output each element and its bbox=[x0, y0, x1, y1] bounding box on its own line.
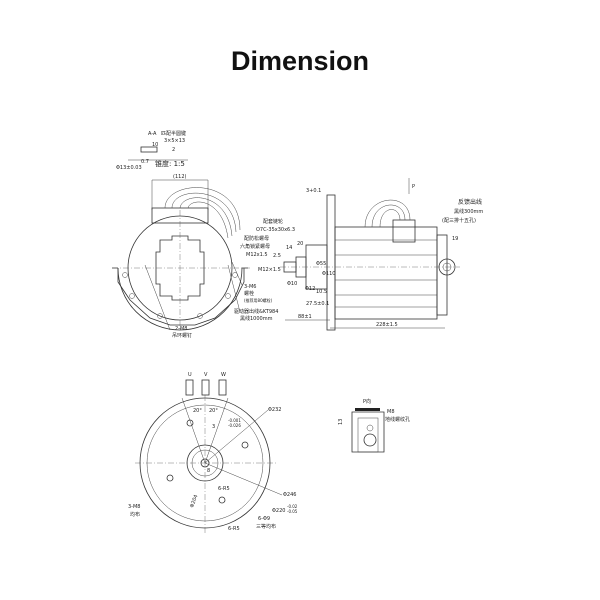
label: -0.001 bbox=[228, 418, 241, 423]
label: Φ204 bbox=[189, 494, 199, 509]
label: 2 bbox=[172, 147, 175, 153]
label: 吊环螺钉 bbox=[172, 332, 192, 339]
label: M12x1.5 bbox=[246, 252, 268, 258]
label: M8 bbox=[387, 409, 395, 415]
label: 6-R5 bbox=[218, 486, 230, 492]
label: Φ220 bbox=[272, 508, 285, 514]
label: 3×5×13 bbox=[164, 138, 185, 144]
rear-view: U V W 20° 20° 3 -0.001 -0.026 Φ232 Φ246 … bbox=[128, 372, 298, 535]
label: 27.5±0.1 bbox=[306, 301, 329, 307]
label: 88±1 bbox=[298, 314, 312, 320]
label: -0.02 bbox=[287, 504, 298, 509]
label: 20° bbox=[193, 408, 202, 414]
label: 3+0.1 bbox=[306, 188, 321, 194]
label: Φ55 bbox=[316, 261, 326, 267]
side-view: 3+0.1 配套链轮 O7C-35x30x6.3 配防松螺母 六角锁紧螺母 M1… bbox=[240, 178, 483, 331]
label: 配套链轮 bbox=[263, 218, 283, 225]
label: Φ110 bbox=[322, 271, 335, 277]
label: 10 bbox=[152, 142, 158, 148]
label: 驱动器出线&KT984 bbox=[234, 308, 278, 315]
label: 2-M8 bbox=[175, 326, 187, 332]
label: 19 bbox=[452, 236, 458, 242]
label: 黑线300mm bbox=[454, 208, 483, 215]
label: 锥度: 1:5 bbox=[155, 159, 185, 168]
front-view: A-A 匹配半圆键 3×5×13 10 2 Φ13±0.03 0.7 锥度: 1… bbox=[112, 130, 278, 339]
label: 黑线1000mm bbox=[240, 315, 273, 322]
label: 螺栓 bbox=[244, 290, 254, 297]
label: 6-R5 bbox=[228, 526, 240, 532]
label: 14 bbox=[286, 245, 292, 251]
label: A-A bbox=[148, 131, 157, 137]
label: O7C-35x30x6.3 bbox=[256, 227, 295, 233]
label: (配三排十五孔) bbox=[442, 217, 476, 224]
label: 3-M6 bbox=[244, 284, 256, 290]
label: M12×1.5 bbox=[258, 267, 281, 273]
label: P bbox=[412, 184, 415, 190]
label: 均布 bbox=[130, 511, 140, 518]
label: 13 bbox=[338, 419, 344, 425]
label: W bbox=[221, 372, 226, 378]
label: (推荐用80螺栓) bbox=[244, 297, 273, 303]
label: 2.5 bbox=[273, 253, 281, 259]
label: U bbox=[188, 372, 192, 378]
label: 228±1.5 bbox=[376, 322, 398, 328]
label: 8 bbox=[207, 468, 210, 474]
page-title: Dimension bbox=[230, 46, 370, 76]
label: -0.026 bbox=[228, 423, 241, 428]
label: 地线螺纹孔 bbox=[385, 416, 410, 423]
label: 六角锁紧螺母 bbox=[240, 243, 270, 250]
label: 20° bbox=[209, 408, 218, 414]
label: 3-M8 bbox=[128, 504, 140, 510]
label: 反馈出线 bbox=[458, 198, 482, 206]
label: (112) bbox=[173, 174, 186, 180]
label: Φ246 bbox=[283, 492, 296, 498]
label: V bbox=[204, 372, 208, 378]
label: Φ13±0.03 bbox=[116, 165, 142, 171]
label: Φ10 bbox=[287, 281, 297, 287]
label: -0.05 bbox=[287, 509, 298, 514]
label: 匹配半圆键 bbox=[161, 130, 186, 137]
label: 配防松螺母 bbox=[244, 235, 269, 242]
label: 3 bbox=[212, 424, 215, 430]
label: 10.5 bbox=[316, 289, 327, 295]
label: 三等均布 bbox=[256, 523, 276, 530]
label: 6-Φ9 bbox=[258, 516, 270, 522]
label: 0.7 bbox=[141, 159, 149, 165]
p-view: P向 M8 地线螺纹孔 13 bbox=[338, 398, 410, 453]
label: Φ232 bbox=[268, 407, 281, 413]
label: P向 bbox=[363, 398, 371, 405]
label: Φ12 bbox=[305, 286, 315, 292]
label: 20 bbox=[297, 241, 303, 247]
